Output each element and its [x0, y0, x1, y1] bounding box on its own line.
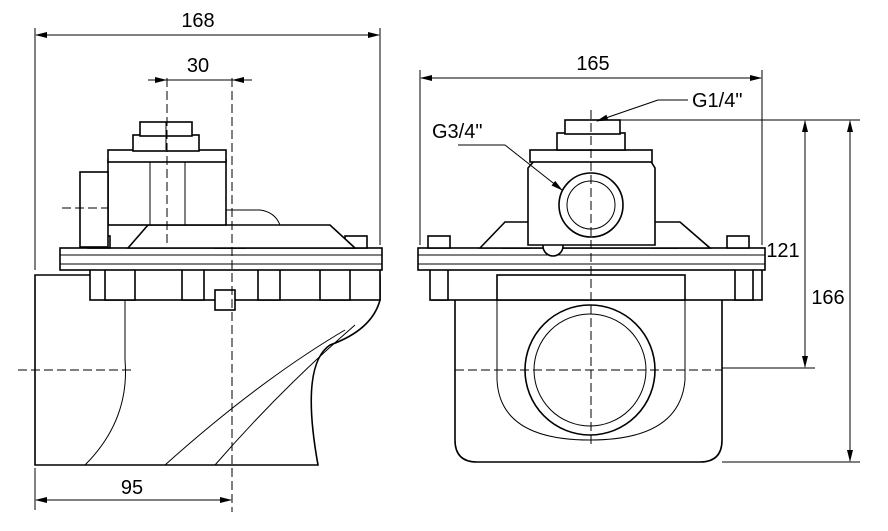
callout-g14: G1/4"	[692, 90, 742, 112]
dim-label-168: 168	[181, 10, 214, 32]
side-dimensions: 168 30 95	[34, 10, 381, 510]
front-view	[417, 110, 766, 463]
dim-label-166: 166	[811, 287, 844, 309]
dim-label-165: 165	[576, 53, 609, 75]
dim-label-30: 30	[187, 55, 209, 77]
dim-label-95: 95	[121, 477, 143, 499]
side-cover	[126, 224, 358, 249]
side-flange	[59, 247, 383, 271]
callout-g34: G3/4"	[432, 121, 482, 143]
dim-label-121: 121	[766, 240, 799, 262]
side-view	[18, 78, 383, 512]
side-body	[34, 274, 381, 466]
front-dimensions: 165 121 166 G1/4" G3/4"	[419, 53, 860, 463]
front-pilot-cap	[564, 119, 621, 135]
bolt-head	[427, 235, 451, 249]
bolt-head	[726, 235, 750, 249]
